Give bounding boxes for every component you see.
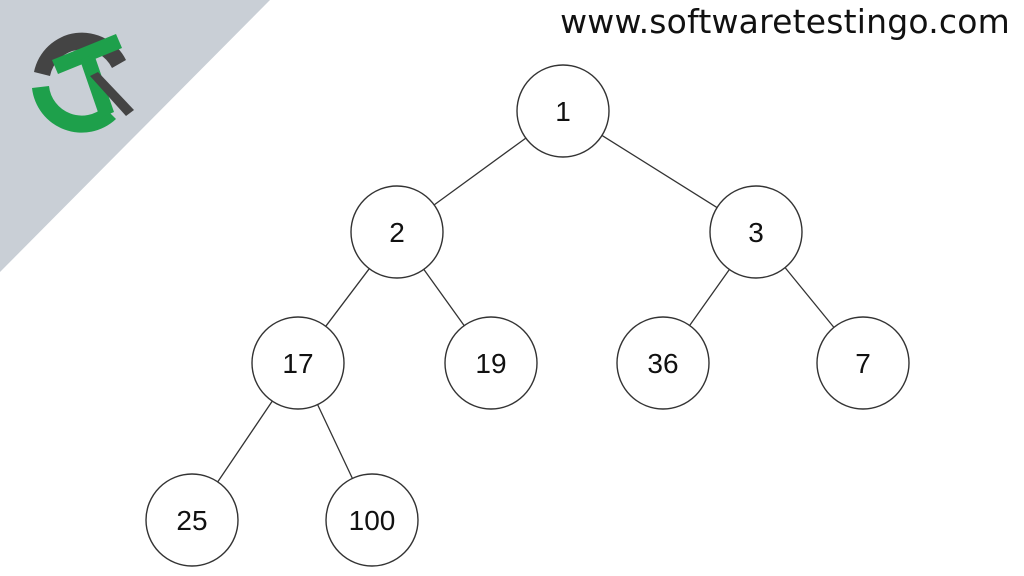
tree-node-label: 7: [855, 348, 871, 379]
tree-node-circle: [709, 185, 803, 279]
tree-node-label: 100: [349, 505, 396, 536]
tree-node-17: 17: [251, 316, 345, 410]
tree-node-label: 2: [389, 217, 405, 248]
logo-stripe: [90, 72, 134, 116]
tree-node-circle: [516, 64, 610, 158]
tree-node-label: 36: [647, 348, 678, 379]
tree-node-circle: [350, 185, 444, 279]
softwaretestingo-logo-icon: [32, 32, 134, 133]
tree-node-7: 7: [816, 316, 910, 410]
tree-node-label: 17: [282, 348, 313, 379]
tree-edge-n17-n100: [317, 404, 353, 479]
tree-edge-n1-n2: [433, 137, 527, 206]
tree-node-25: 25: [145, 473, 239, 567]
tree-edge-n3-n7: [784, 267, 835, 328]
tree-node-circle: [816, 316, 910, 410]
tree-edge-n1-n3: [601, 134, 718, 209]
tree-edge-n2-n17: [325, 268, 370, 327]
logo-ring-green: [32, 86, 116, 133]
tree-edge-n17-n25: [217, 400, 273, 483]
tree-node-label: 1: [555, 96, 571, 127]
logo-t-stem: [80, 54, 114, 118]
tree-node-label: 25: [176, 505, 207, 536]
tree-edge-n2-n19: [423, 268, 465, 327]
tree-node-2: 2: [350, 185, 444, 279]
tree-node-3: 3: [709, 185, 803, 279]
tree-node-36: 36: [616, 316, 710, 410]
site-url[interactable]: www.softwaretestingo.com: [560, 2, 1010, 41]
tree-nodes: 1 2 3 17 19 36 7 25 100: [145, 64, 910, 567]
tree-node-label: 19: [475, 348, 506, 379]
tree-node-1: 1: [516, 64, 610, 158]
logo-t-bar: [52, 34, 122, 74]
tree-node-100: 100: [325, 473, 419, 567]
tree-node-circle: [145, 473, 239, 567]
tree-edges: [217, 134, 835, 483]
tree-node-circle: [325, 473, 419, 567]
tree-node-circle: [251, 316, 345, 410]
tree-edge-n3-n36: [689, 269, 730, 326]
tree-node-circle: [616, 316, 710, 410]
tree-node-label: 3: [748, 217, 764, 248]
tree-node-19: 19: [444, 316, 538, 410]
tree-node-circle: [444, 316, 538, 410]
